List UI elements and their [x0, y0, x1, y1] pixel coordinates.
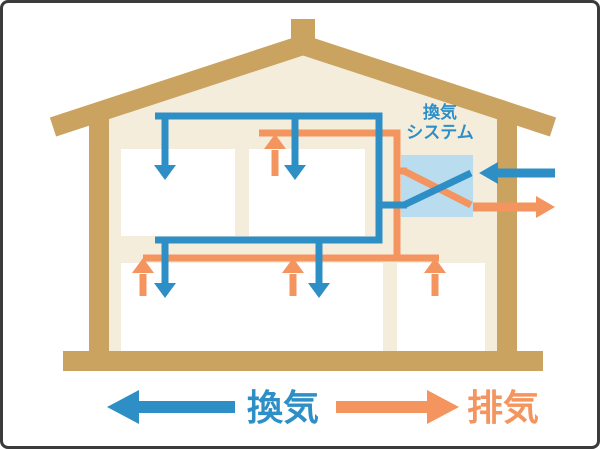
ventilation-unit-label: 換気 システム [406, 102, 474, 142]
roof-left [49, 35, 307, 137]
legend-intake-label: 換気 [247, 387, 319, 428]
external-arrows [473, 162, 555, 218]
roof-right [299, 35, 557, 137]
supply-down-arrowhead-lower-left [154, 283, 176, 298]
unit-label-line2: システム [406, 123, 474, 142]
legend-intake-arrowhead [107, 390, 139, 424]
exhaust-up-arrowhead-upper-middle [264, 134, 286, 149]
supply-main-duct [155, 112, 383, 244]
exhaust-up-arrowhead-lower-left [132, 258, 154, 273]
outside-intake-arrowhead [479, 162, 498, 184]
floor-slab [63, 351, 543, 371]
room-lower-right [397, 263, 485, 351]
legend: 換気 排気 [107, 387, 539, 428]
legend-exhaust-arrowhead [427, 390, 459, 424]
supply-duct-network [155, 112, 473, 244]
unit-label-line1: 換気 [423, 102, 457, 122]
exhaust-up-arrowhead-lower-right [424, 258, 446, 273]
exhaust-up-arrowhead-lower-middle [282, 258, 304, 273]
outside-exhaust-arrowhead [536, 196, 555, 218]
wall-left [89, 110, 109, 351]
supply-down-arrowhead-upper-middle [284, 165, 306, 180]
house-interior [95, 54, 511, 351]
supply-arrows [154, 116, 330, 298]
supply-down-arrowhead-lower-middle [308, 283, 330, 298]
supply-unit-cross [402, 169, 473, 209]
room-upper-middle [249, 149, 365, 236]
ventilation-diagram: 換気 システム 換気 排気 [49, 19, 557, 428]
wall-right [497, 110, 517, 351]
exhaust-arrows [132, 134, 446, 296]
room-upper-left [121, 149, 235, 236]
legend-exhaust-label: 排気 [467, 387, 539, 428]
supply-down-arrowhead-upper-left [154, 165, 176, 180]
exhaust-main-duct [259, 129, 401, 258]
room-lower-left [121, 263, 383, 351]
